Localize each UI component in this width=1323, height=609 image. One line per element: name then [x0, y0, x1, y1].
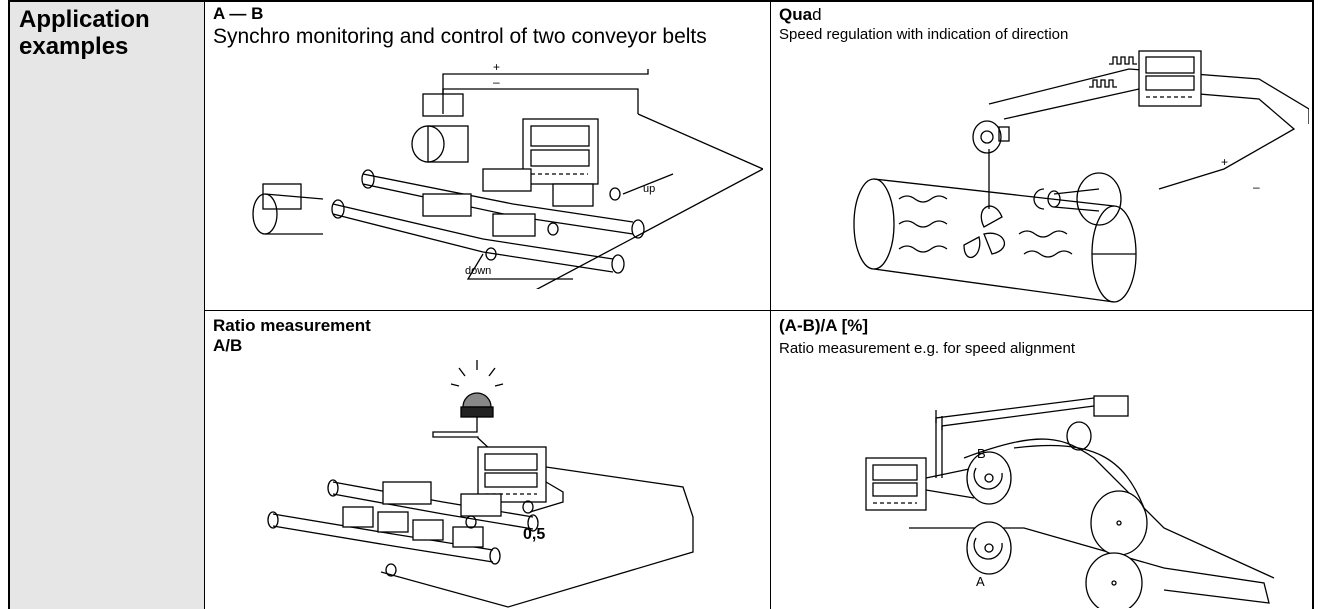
example-a-minus-b: A — B Synchro monitoring and control of … — [213, 4, 768, 308]
ratio-measurement-diagram: 0,5 — [267, 360, 694, 608]
label-a: A — [976, 574, 985, 589]
speed-regulation-diagram: + – — [853, 50, 1309, 303]
sidebar-title-line2: examples — [19, 33, 129, 60]
label-ratio-value: 0,5 — [523, 526, 545, 543]
example-heading: (A-B)/A [%] — [779, 316, 869, 335]
sidebar-title: Application examples — [19, 6, 150, 60]
sidebar: Application examples — [8, 0, 204, 609]
warning-lamp-icon — [450, 360, 504, 418]
label-b: B — [977, 446, 986, 461]
label-minus: – — [493, 75, 500, 89]
label-plus: + — [1221, 155, 1228, 169]
example-relative-difference: (A-B)/A [%] Ratio measurement e.g. for s… — [779, 316, 1309, 608]
right-border — [1312, 0, 1314, 609]
label-minus: – — [1253, 180, 1260, 194]
left-border — [8, 0, 10, 609]
label-down: down — [465, 265, 491, 277]
conveyor-synchro-diagram: up down + – — [252, 60, 763, 289]
counter-display-icon — [865, 457, 927, 511]
example-ratio-measurement: Ratio measurement A/B — [213, 316, 768, 608]
counter-display-icon — [477, 446, 547, 503]
sidebar-divider — [204, 0, 205, 609]
label-up: up — [643, 183, 655, 195]
speed-alignment-diagram: B A — [865, 395, 1275, 608]
top-border — [8, 0, 1314, 2]
sidebar-title-line1: Application — [19, 6, 150, 33]
heading-rest: d — [812, 5, 822, 24]
example-heading-line2: A/B — [213, 336, 243, 355]
example-quad: Quad Speed regulation with indication of… — [779, 4, 1309, 308]
label-plus: + — [493, 60, 500, 74]
application-examples-table: Application examples A — B Synchro monit… — [8, 0, 1314, 609]
example-heading: Quad — [779, 4, 1309, 25]
example-heading-line1: Ratio measurement — [213, 316, 371, 335]
column-divider — [770, 0, 771, 609]
example-description: Synchro monitoring and control of two co… — [213, 25, 707, 48]
counter-display-icon — [522, 118, 599, 185]
example-heading: A — B — [213, 4, 264, 23]
counter-display-icon — [1138, 50, 1202, 107]
example-description: Ratio measurement e.g. for speed alignme… — [779, 340, 1075, 357]
example-description: Speed regulation with indication of dire… — [779, 26, 1069, 43]
heading-bold: Qua — [779, 5, 813, 24]
row-divider — [204, 310, 1314, 311]
